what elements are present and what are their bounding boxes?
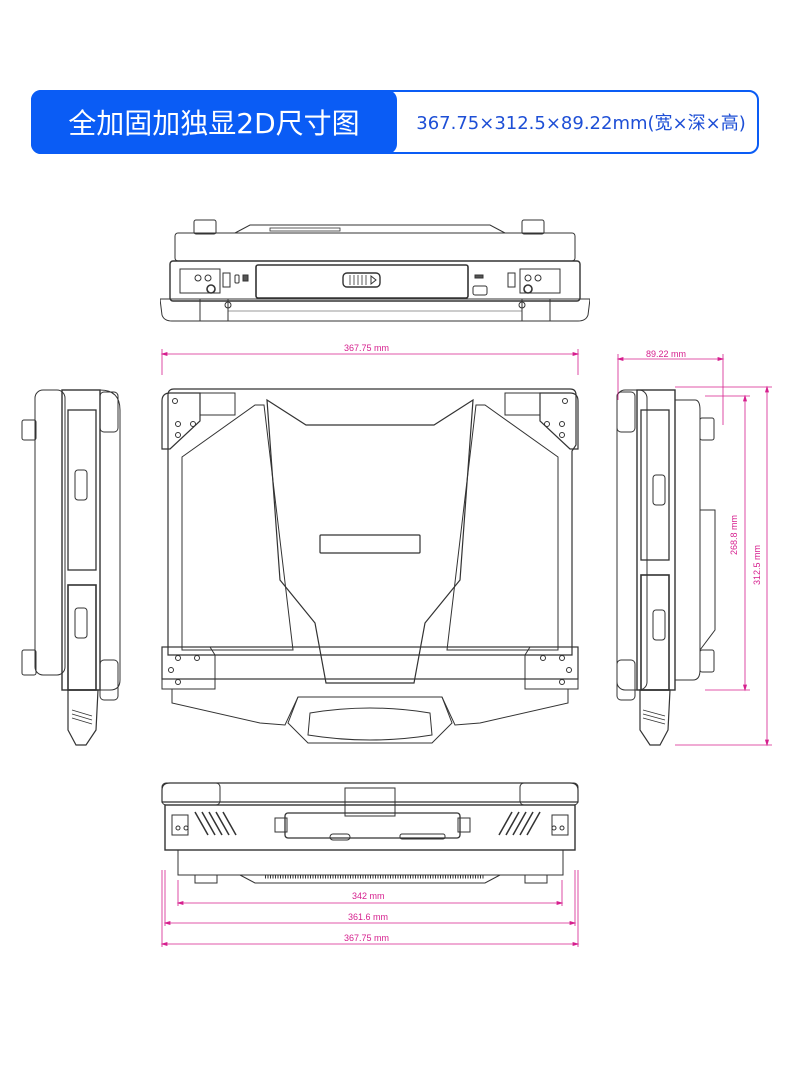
rear-dim-367: 367.75 mm [344,933,390,943]
rear-dim-361: 361.6 mm [348,912,389,922]
overall-dimensions: 367.75×312.5×89.22mm(宽×深×高) [416,113,746,134]
top-width-dimension [160,345,580,375]
left-side-view [20,380,150,755]
right-side-view [615,380,725,755]
rear-dimensions [160,870,580,950]
top-width-label: 367.75 mm [344,343,390,353]
page-title: 全加固加独显2D尺寸图 [31,90,397,154]
rear-dim-342: 342 mm [352,891,385,901]
top-view [160,385,580,760]
height-label: 89.22 mm [646,349,687,359]
rear-view [160,780,580,885]
depth-label: 312.5 mm [752,544,763,586]
front-view [160,215,590,325]
right-side-dimensions [615,350,775,750]
inner-depth-label: 268.8 mm [729,514,740,556]
title-banner: 全加固加独显2D尺寸图 367.75×312.5×89.22mm(宽×深×高) [31,90,759,154]
